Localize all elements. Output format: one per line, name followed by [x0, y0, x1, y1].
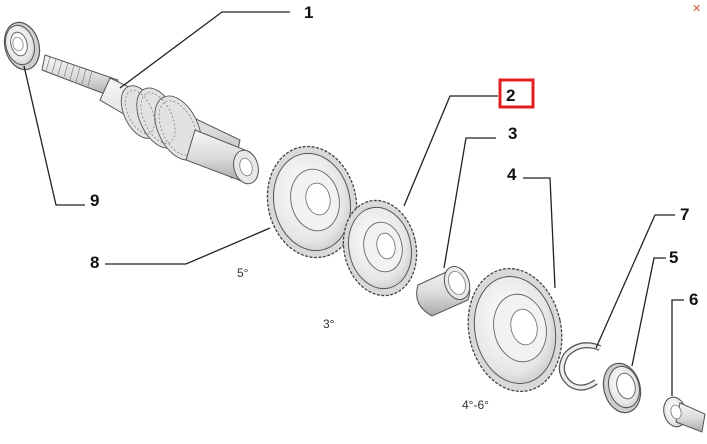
gear-label-5th: 5° [237, 266, 249, 280]
gear-label-3rd: 3° [323, 317, 335, 331]
callout-9[interactable]: 9 [90, 191, 99, 210]
callout-8[interactable]: 8 [90, 253, 99, 272]
callout-4[interactable]: 4 [507, 165, 517, 184]
callout-3[interactable]: 3 [508, 124, 517, 143]
bearing-right[interactable] [598, 359, 646, 417]
callout-7[interactable]: 7 [680, 205, 689, 224]
leader-lines [23, 11, 684, 396]
snap-ring[interactable] [558, 342, 602, 391]
gear-5th[interactable] [257, 138, 366, 266]
callout-5[interactable]: 5 [669, 248, 678, 267]
gear-4th-6th[interactable] [457, 260, 573, 400]
close-icon[interactable]: ✕ [692, 2, 702, 15]
callout-2-highlight [498, 78, 535, 109]
main-shaft[interactable] [41, 54, 262, 187]
callout-1[interactable]: 1 [304, 3, 313, 22]
gear-3rd[interactable] [335, 194, 425, 303]
bolt[interactable] [660, 395, 706, 433]
bearing-top-left[interactable] [0, 18, 45, 73]
callout-2[interactable]: 2 [506, 86, 515, 105]
gear-label-4th-6th: 4°-6° [462, 398, 489, 412]
bushing[interactable] [416, 263, 474, 317]
callout-6[interactable]: 6 [689, 290, 698, 309]
